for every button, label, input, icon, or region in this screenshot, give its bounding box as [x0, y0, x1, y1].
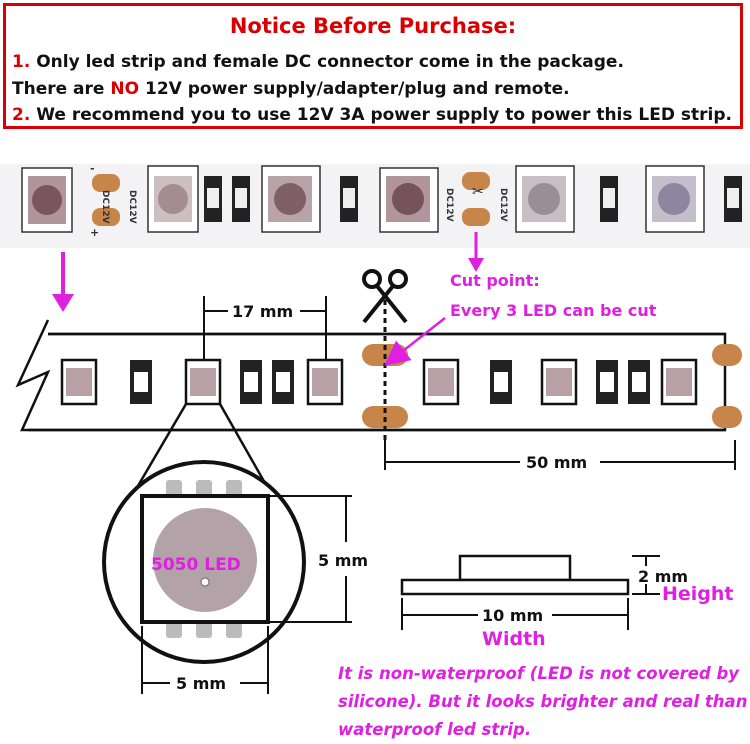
- photo-led: [21, 167, 73, 233]
- notice-line-2-no: NO: [110, 79, 140, 99]
- strip-width-dimension: [401, 598, 629, 630]
- photo-resistor: [204, 176, 222, 222]
- schematic-led: [660, 358, 698, 406]
- schematic-led: [60, 358, 98, 406]
- photo-minus-sign: -: [90, 162, 95, 175]
- segment-length-dimension: [384, 440, 736, 470]
- photo-led: [645, 165, 705, 233]
- notice-box: Notice Before Purchase: 1. Only led stri…: [3, 3, 743, 129]
- photo-copper-pads: [92, 174, 120, 226]
- strip-height-label: Height: [662, 583, 734, 605]
- scissors-icon: [362, 269, 408, 324]
- notice-line-3-text: We recommend you to use 12V 3A power sup…: [36, 105, 732, 125]
- led-spacing-label: 17 mm: [232, 302, 293, 321]
- photo-cut-arrowhead: [468, 258, 484, 272]
- waterproof-description: It is non-waterproof (LED is not covered…: [338, 664, 748, 739]
- schematic-resistor: [272, 360, 294, 404]
- notice-line-2-pre: There are: [12, 79, 105, 99]
- schematic-led: [540, 358, 578, 406]
- notice-line-2: There are NO 12V power supply/adapter/pl…: [12, 79, 570, 99]
- segment-length-label: 50 mm: [526, 453, 587, 472]
- photo-led: [147, 165, 199, 233]
- photo-pad-label: DC12V: [100, 190, 110, 224]
- strip-schematic: [15, 319, 742, 432]
- photo-cut-mark: ✂: [472, 184, 484, 200]
- strip-photo: DC12V DC12V: [0, 162, 750, 248]
- photo-resistor: [724, 176, 742, 222]
- strip-width-value: 10 mm: [482, 606, 543, 625]
- photo-resistor: [600, 176, 618, 222]
- schematic-copper-pads: [712, 344, 742, 428]
- strip-photo-pcb: [0, 164, 750, 248]
- schematic-led: [422, 358, 460, 406]
- photo-copper-pads: [462, 172, 490, 226]
- schematic-resistor: [130, 360, 152, 404]
- photo-led: [261, 165, 321, 233]
- notice-line-1-text: Only led strip and female DC connector c…: [36, 52, 624, 72]
- schematic-resistor: [490, 360, 512, 404]
- strip-cross-section: [400, 554, 630, 596]
- schematic-resistor: [628, 360, 650, 404]
- led-spacing-dimension: [203, 296, 327, 360]
- schematic-resistor: [596, 360, 618, 404]
- led-name-label: 5050 LED: [151, 555, 241, 575]
- led-width-label: 5 mm: [176, 674, 226, 693]
- photo-plus-sign: +: [90, 226, 99, 239]
- notice-title: Notice Before Purchase:: [229, 14, 517, 38]
- schematic-resistor: [240, 360, 262, 404]
- led-height-label: 5 mm: [318, 551, 368, 570]
- cut-point-description: Every 3 LED can be cut: [450, 301, 657, 320]
- strip-height-dimension: [632, 555, 660, 595]
- led-width-dimension: [141, 626, 269, 694]
- notice-line-3: 2. We recommend you to use 12V 3A power …: [12, 105, 732, 125]
- notice-line-3-number: 2.: [12, 105, 31, 125]
- photo-resistor: [340, 176, 358, 222]
- photo-pad-label: DC12V: [444, 188, 454, 222]
- strip-width-label: Width: [482, 628, 546, 650]
- schematic-led: [184, 358, 222, 406]
- led-magnifier: [102, 403, 306, 664]
- cut-point-title: Cut point:: [450, 271, 540, 290]
- schematic-led: [306, 358, 344, 406]
- strip-height-value: 2 mm: [638, 567, 688, 586]
- notice-line-1: 1. Only led strip and female DC connecto…: [12, 52, 624, 72]
- cut-point-pointer: [384, 317, 446, 366]
- notice-line-2-post: 12V power supply/adapter/plug and remote…: [144, 79, 570, 99]
- photo-pad-label: DC12V: [498, 188, 508, 222]
- photo-led: [515, 165, 575, 233]
- led-height-dimension: [270, 495, 352, 623]
- notice-line-1-number: 1.: [12, 52, 31, 72]
- photo-resistor: [232, 176, 250, 222]
- photo-led: [379, 167, 439, 233]
- photo-to-diagram-arrowhead: [52, 294, 74, 312]
- photo-pad-label: DC12V: [127, 190, 137, 224]
